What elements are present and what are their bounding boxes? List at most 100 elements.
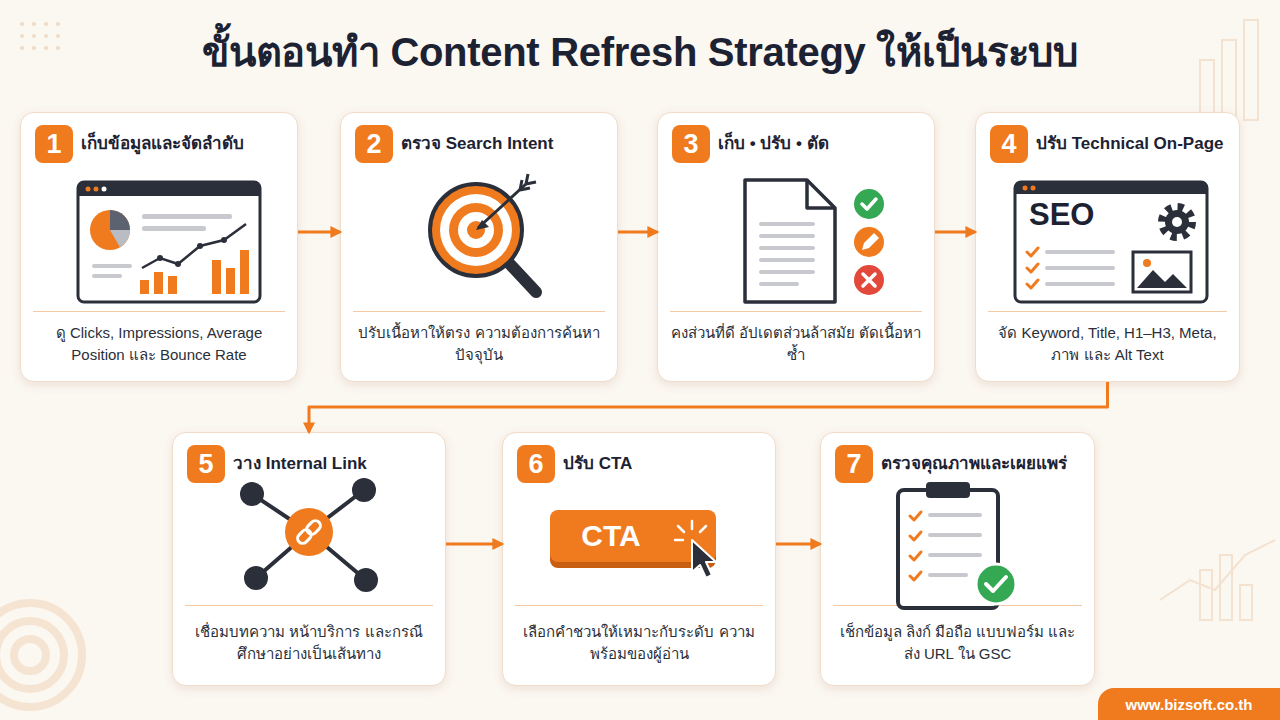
document-review-icon-part (854, 189, 884, 219)
target-magnifier-icon-part (508, 262, 536, 292)
analytics-window-icon-part (142, 214, 232, 219)
step-card: 7ตรวจคุณภาพและเผยแพร่เช็กข้อมูล ลิงก์ มื… (820, 432, 1095, 686)
analytics-window-icon-part (94, 187, 99, 192)
document-review-icon-part (862, 233, 879, 250)
checklist-clipboard-icon-part (928, 553, 982, 557)
analytics-window-icon-part (110, 230, 130, 247)
seo-window-icon-part (1143, 259, 1151, 267)
seo-window-icon-part (1031, 186, 1036, 191)
checklist-clipboard-icon (898, 482, 1016, 608)
decor-bars-part (1244, 20, 1258, 120)
flow-arrow (935, 231, 975, 234)
seo-window-icon-part (1015, 182, 1207, 302)
decor-rings-part (0, 621, 64, 689)
seo-window-icon-part (1023, 186, 1028, 191)
step-card: 2ตรวจ Search Intentปรับเนื้อหาให้ตรง ควา… (340, 112, 618, 382)
seo-window-icon-part (1172, 217, 1182, 227)
target-magnifier-icon-part (520, 174, 536, 190)
checklist-clipboard-icon-part (898, 490, 998, 608)
document-review-icon-part (854, 265, 884, 295)
decor-dots-part (44, 34, 48, 38)
cta-button-icon (550, 510, 716, 578)
flow-arrow (298, 231, 340, 234)
decor-bars-part (1200, 60, 1214, 120)
decor-rings-part (0, 603, 82, 707)
step-description: เช็กข้อมูล ลิงก์ มือถือ แบบฟอร์ม และส่ง … (833, 605, 1082, 679)
step-description: ปรับเนื้อหาให้ตรง ความต้องการค้นหาปัจจุบ… (353, 311, 605, 375)
step-description: คงส่วนที่ดี อัปเดตส่วนล้าสมัย ตัดเนื้อหา… (670, 311, 922, 375)
checklist-clipboard-icon-part (928, 533, 982, 537)
link-network-icon (240, 478, 378, 592)
step-heading: ปรับ Technical On-Page (1036, 125, 1233, 163)
seo-window-icon-part (1045, 282, 1115, 286)
decor-dots-part (56, 34, 60, 38)
step-card: 4ปรับ Technical On-Pageจัด Keyword, Titl… (975, 112, 1240, 382)
analytics-window-icon-part (140, 280, 149, 294)
checklist-clipboard-icon-part (928, 573, 968, 577)
analytics-window-icon-part (78, 182, 260, 196)
cta-button-icon-part (550, 510, 716, 562)
seo-window-icon-part (1045, 250, 1115, 254)
step-number: 2 (355, 125, 393, 163)
checklist-clipboard-icon-part (976, 564, 1016, 604)
decor-bars-part (1160, 540, 1275, 600)
link-network-icon-part (296, 519, 323, 546)
link-network-icon-part (352, 478, 376, 502)
flow-arrow (309, 382, 1108, 432)
link-network-icon-part (296, 528, 314, 546)
analytics-window-icon-part (90, 210, 130, 250)
analytics-window-icon-part (142, 226, 206, 231)
step-number: 4 (990, 125, 1028, 163)
step-card: 1เก็บข้อมูลและจัดลำดับดู Clicks, Impress… (20, 112, 298, 382)
target-magnifier-icon (430, 174, 536, 292)
step-card: 3เก็บ • ปรับ • ตัดคงส่วนที่ดี อัปเดตส่วน… (657, 112, 935, 382)
decor-bars-part (1240, 585, 1252, 620)
diagram-title: ขั้นตอนทำ Content Refresh Strategy ให้เป… (0, 20, 1280, 84)
step-number: 5 (187, 445, 225, 483)
analytics-window-icon-part (221, 237, 227, 243)
analytics-window-icon-part (102, 187, 107, 192)
seo-window-icon-part (1045, 266, 1115, 270)
flow-arrow (618, 231, 657, 234)
decor-dots-part (32, 34, 36, 38)
link-network-icon-part (285, 508, 333, 556)
step-heading: เก็บ • ปรับ • ตัด (718, 125, 928, 163)
step-number: 3 (672, 125, 710, 163)
button-text: CTA (550, 510, 672, 562)
checklist-clipboard-icon-part (910, 512, 921, 580)
document-review-icon-part (759, 282, 799, 286)
step-heading: ปรับ CTA (563, 445, 769, 483)
step-description: เชื่อมบทความ หน้าบริการ และกรณีศึกษาอย่า… (185, 605, 433, 679)
step-number: 1 (35, 125, 73, 163)
checklist-clipboard-icon-part (986, 577, 1006, 591)
seo-window-icon-part (1162, 207, 1192, 237)
analytics-window-icon-part (240, 250, 249, 294)
decor-dots (20, 22, 60, 50)
step-description: ดู Clicks, Impressions, Average Position… (33, 311, 285, 375)
analytics-window-icon-part (110, 210, 130, 230)
document-review-icon-part (863, 274, 875, 286)
cta-button-icon-part (692, 540, 716, 578)
decor-bars-part (1222, 40, 1236, 120)
seo-window-icon-part (1137, 270, 1187, 288)
seo-window-icon (1015, 182, 1207, 302)
analytics-window-icon-part (197, 243, 203, 249)
screen-text: SEO (1029, 196, 1149, 234)
analytics-window-icon-part (226, 268, 235, 294)
analytics-window-icon-part (157, 255, 163, 261)
step-description: เลือกคำชวนให้เหมาะกับระดับ ความพร้อมของผ… (515, 605, 763, 679)
seo-window-icon-part (1133, 252, 1191, 292)
link-network-icon-part (354, 568, 378, 592)
analytics-window-icon-part (92, 274, 122, 278)
decor-dots-part (20, 46, 24, 50)
decor-dots-part (32, 22, 36, 26)
document-review-icon (745, 180, 884, 302)
document-review-icon-part (759, 234, 815, 238)
document-review-icon-part (759, 246, 815, 250)
decor-rings-part (14, 639, 46, 671)
link-network-icon-part (252, 490, 366, 580)
target-magnifier-icon-part (430, 184, 522, 276)
document-review-icon-part (862, 199, 876, 209)
step-heading: ตรวจคุณภาพและเผยแพร่ (881, 445, 1088, 483)
step-number: 7 (835, 445, 873, 483)
